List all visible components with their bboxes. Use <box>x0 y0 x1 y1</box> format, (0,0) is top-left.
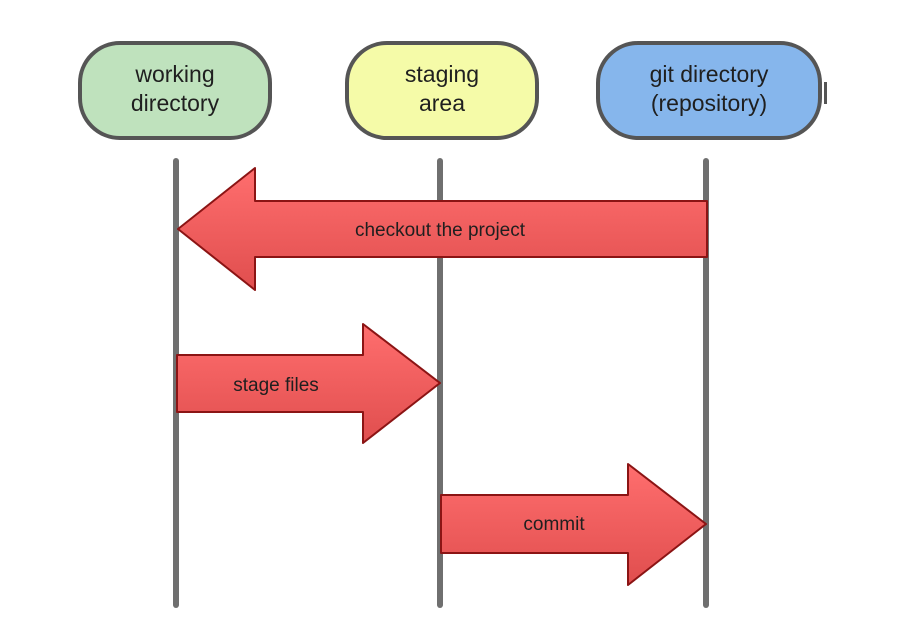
lane-label-line1: staging <box>405 61 479 87</box>
lane-box-git-directory: git directory (repository) <box>596 41 822 140</box>
lane-label-line1: working <box>134 61 214 87</box>
lane-label-line2: area <box>419 90 465 116</box>
box-edge-mark <box>824 82 827 104</box>
lane-label-line2: (repository) <box>651 90 767 116</box>
lane-label-line2: directory <box>131 90 220 116</box>
lane-box-working-directory: working directory <box>78 41 272 140</box>
arrow-commit: commit <box>440 463 707 586</box>
arrow-label: stage files <box>233 375 319 396</box>
arrow-checkout-the-project: checkout the project <box>177 167 708 291</box>
arrow-label: commit <box>523 514 585 535</box>
lifeline-git-directory <box>703 158 709 608</box>
arrow-stage-files: stage files <box>176 323 441 444</box>
lane-label-line1: git directory <box>650 61 769 87</box>
lane-box-staging-area: staging area <box>345 41 539 140</box>
arrow-label: checkout the project <box>355 220 526 241</box>
